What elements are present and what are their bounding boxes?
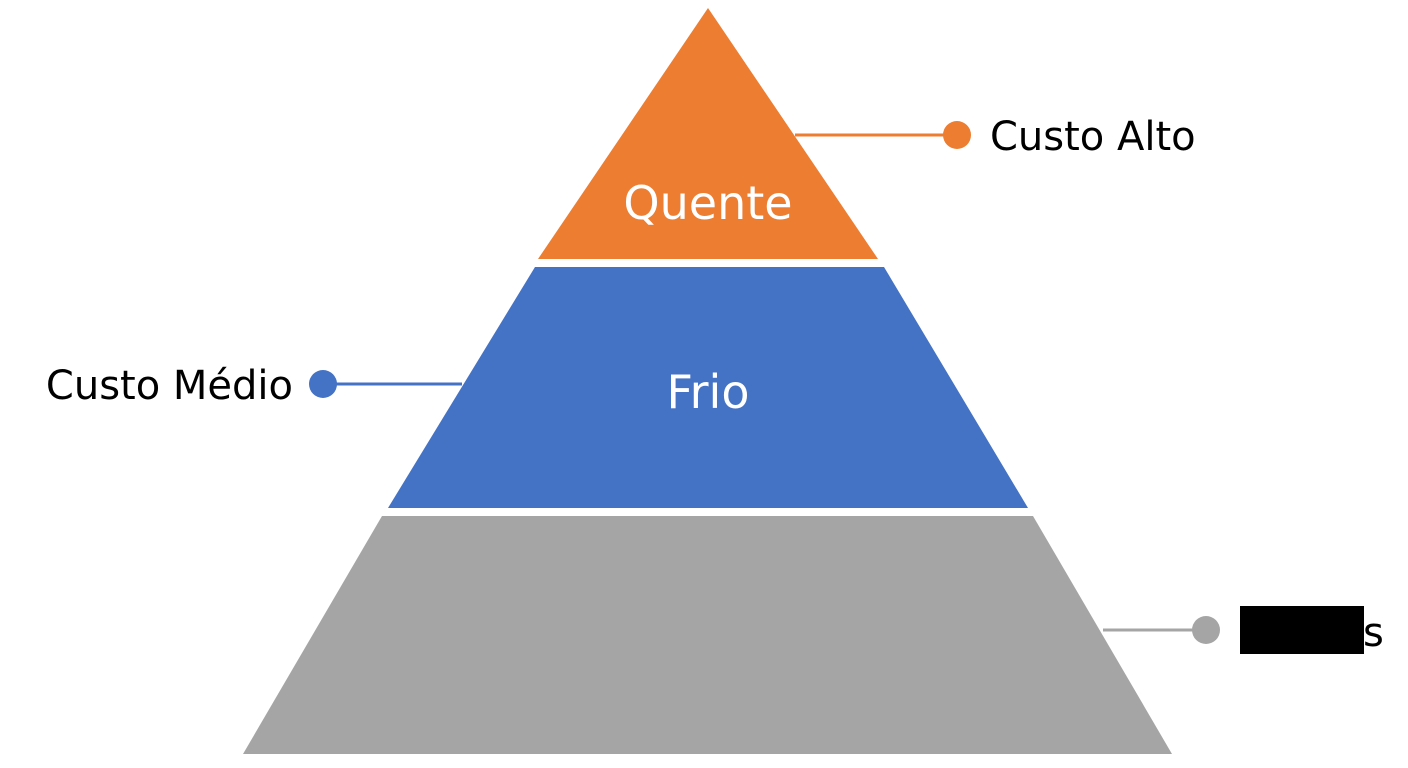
callout-middle-dot	[309, 370, 337, 398]
callout-top: Custo Alto	[795, 114, 1196, 160]
callout-middle: Custo Médio	[46, 363, 462, 409]
callout-top-dot	[943, 121, 971, 149]
callout-bottom-label: s	[1363, 610, 1384, 656]
tier-middle-shape	[388, 267, 1028, 508]
callout-middle-label: Custo Médio	[46, 363, 293, 409]
callout-top-label: Custo Alto	[990, 114, 1196, 160]
tier-bottom-shape	[243, 516, 1172, 754]
tier-top-shape	[538, 8, 878, 259]
callout-bottom-redaction	[1240, 606, 1364, 654]
callout-bottom-dot	[1192, 616, 1220, 644]
tier-middle-label: Frio	[667, 365, 750, 419]
callout-bottom: s	[1103, 606, 1384, 656]
tier-top-label: Quente	[623, 176, 792, 230]
